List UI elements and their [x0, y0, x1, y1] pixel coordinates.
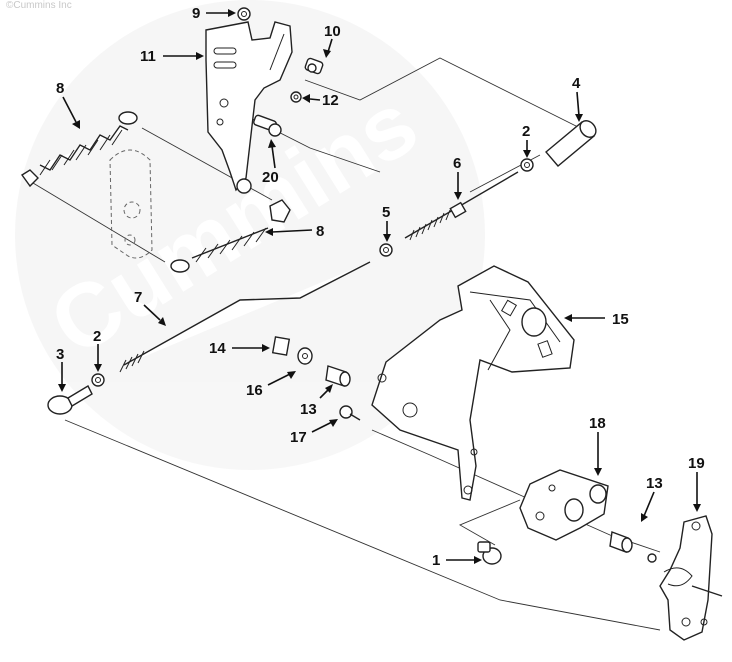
callout-2-upper: 2 [522, 123, 530, 140]
part-14-square-washer [271, 336, 291, 356]
callout-20: 20 [262, 169, 279, 186]
part-13-bushing-upper [325, 365, 351, 387]
callout-13-upper: 13 [300, 401, 317, 418]
callout-leaders [58, 9, 701, 564]
callout-4: 4 [572, 75, 581, 92]
callout-1: 1 [432, 552, 440, 569]
part-8-spring-lower [170, 199, 291, 273]
callout-labels: 9 10 11 12 20 8 8 4 2 6 5 7 15 2 3 14 16… [56, 5, 705, 569]
part-6-threaded-rod [404, 171, 519, 241]
part-2-nut-upper [520, 158, 534, 172]
part-11-upper-bracket [205, 21, 293, 194]
part-9-nut [237, 7, 251, 21]
alignment-lines [27, 57, 661, 631]
watermark-text: ©Cummins Inc [6, 0, 72, 11]
callout-15: 15 [612, 311, 629, 328]
callout-3: 5 [382, 204, 390, 221]
callout-11: 11 [140, 48, 156, 65]
part-17-bolt [339, 405, 361, 421]
callout-18: 18 [589, 415, 606, 432]
part-10-stud [304, 57, 324, 75]
part-7-control-rod [119, 261, 371, 373]
part-19-throttle-lever [647, 515, 723, 641]
callout-19: 19 [688, 455, 705, 472]
callout-14: 14 [209, 340, 226, 357]
callout-8-lower: 8 [316, 223, 324, 240]
callout-17: 17 [290, 429, 307, 446]
callout-2-lower: 2 [93, 328, 101, 345]
part-4-sleeve [545, 120, 597, 167]
callout-12: 12 [322, 92, 339, 109]
part-5-rod-end [47, 385, 93, 415]
part-20-bolt [253, 114, 282, 137]
ghost-cam-plate [109, 149, 153, 259]
callout-6: 6 [453, 155, 461, 172]
callout-16: 16 [246, 382, 263, 399]
part-8-spring-upper [20, 111, 138, 188]
callout-10: 10 [324, 23, 341, 40]
part-16-washer [297, 347, 313, 365]
part-18-lever-bracket [519, 469, 609, 541]
part-13-bushing-lower [609, 531, 633, 553]
callout-5: 3 [56, 346, 64, 363]
part-1-bolt [477, 541, 502, 565]
callout-9: 9 [192, 5, 200, 22]
part-15-main-bracket [371, 265, 575, 501]
callout-13-lower: 13 [646, 475, 663, 492]
callout-7: 7 [134, 289, 142, 306]
part-2-nut-lower [91, 373, 105, 387]
callout-8-upper: 8 [56, 80, 64, 97]
part-12-nut [290, 91, 302, 103]
part-3-nut [379, 243, 393, 257]
